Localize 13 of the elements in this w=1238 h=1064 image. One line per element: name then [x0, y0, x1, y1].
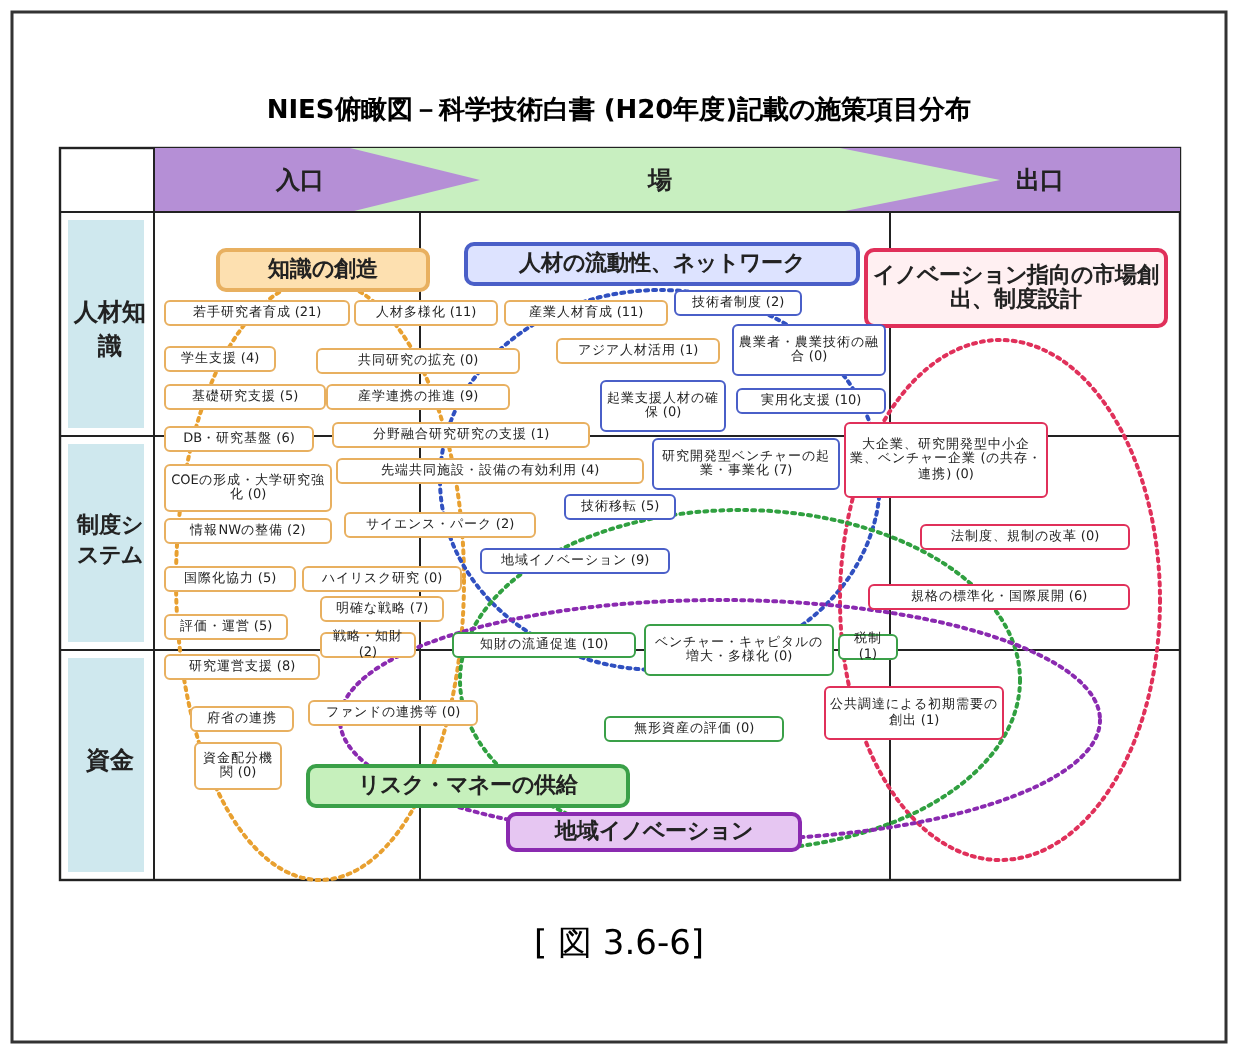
theme-heading-box: 地域イノベーション: [506, 812, 802, 852]
row-header: 制度システム: [74, 510, 145, 572]
theme-heading-box: リスク・マネーの供給: [306, 764, 630, 808]
theme-heading-box: 知識の創造: [216, 248, 430, 292]
row-header: 資金: [84, 743, 136, 777]
theme-heading-box: イノベーション指向の市場創出、制度設計: [864, 248, 1168, 328]
column-header: 出口: [1014, 163, 1066, 197]
diagram-title: NIES俯瞰図－科学技術白書 (H20年度)記載の施策項目分布: [264, 93, 974, 128]
row-header: 人材知識: [72, 296, 148, 364]
column-header: 場: [645, 163, 674, 197]
column-header: 入口: [274, 163, 326, 197]
figure-caption: [ 図 3.6-6]: [531, 922, 707, 966]
theme-heading-box: 人材の流動性、ネットワーク: [464, 242, 860, 286]
